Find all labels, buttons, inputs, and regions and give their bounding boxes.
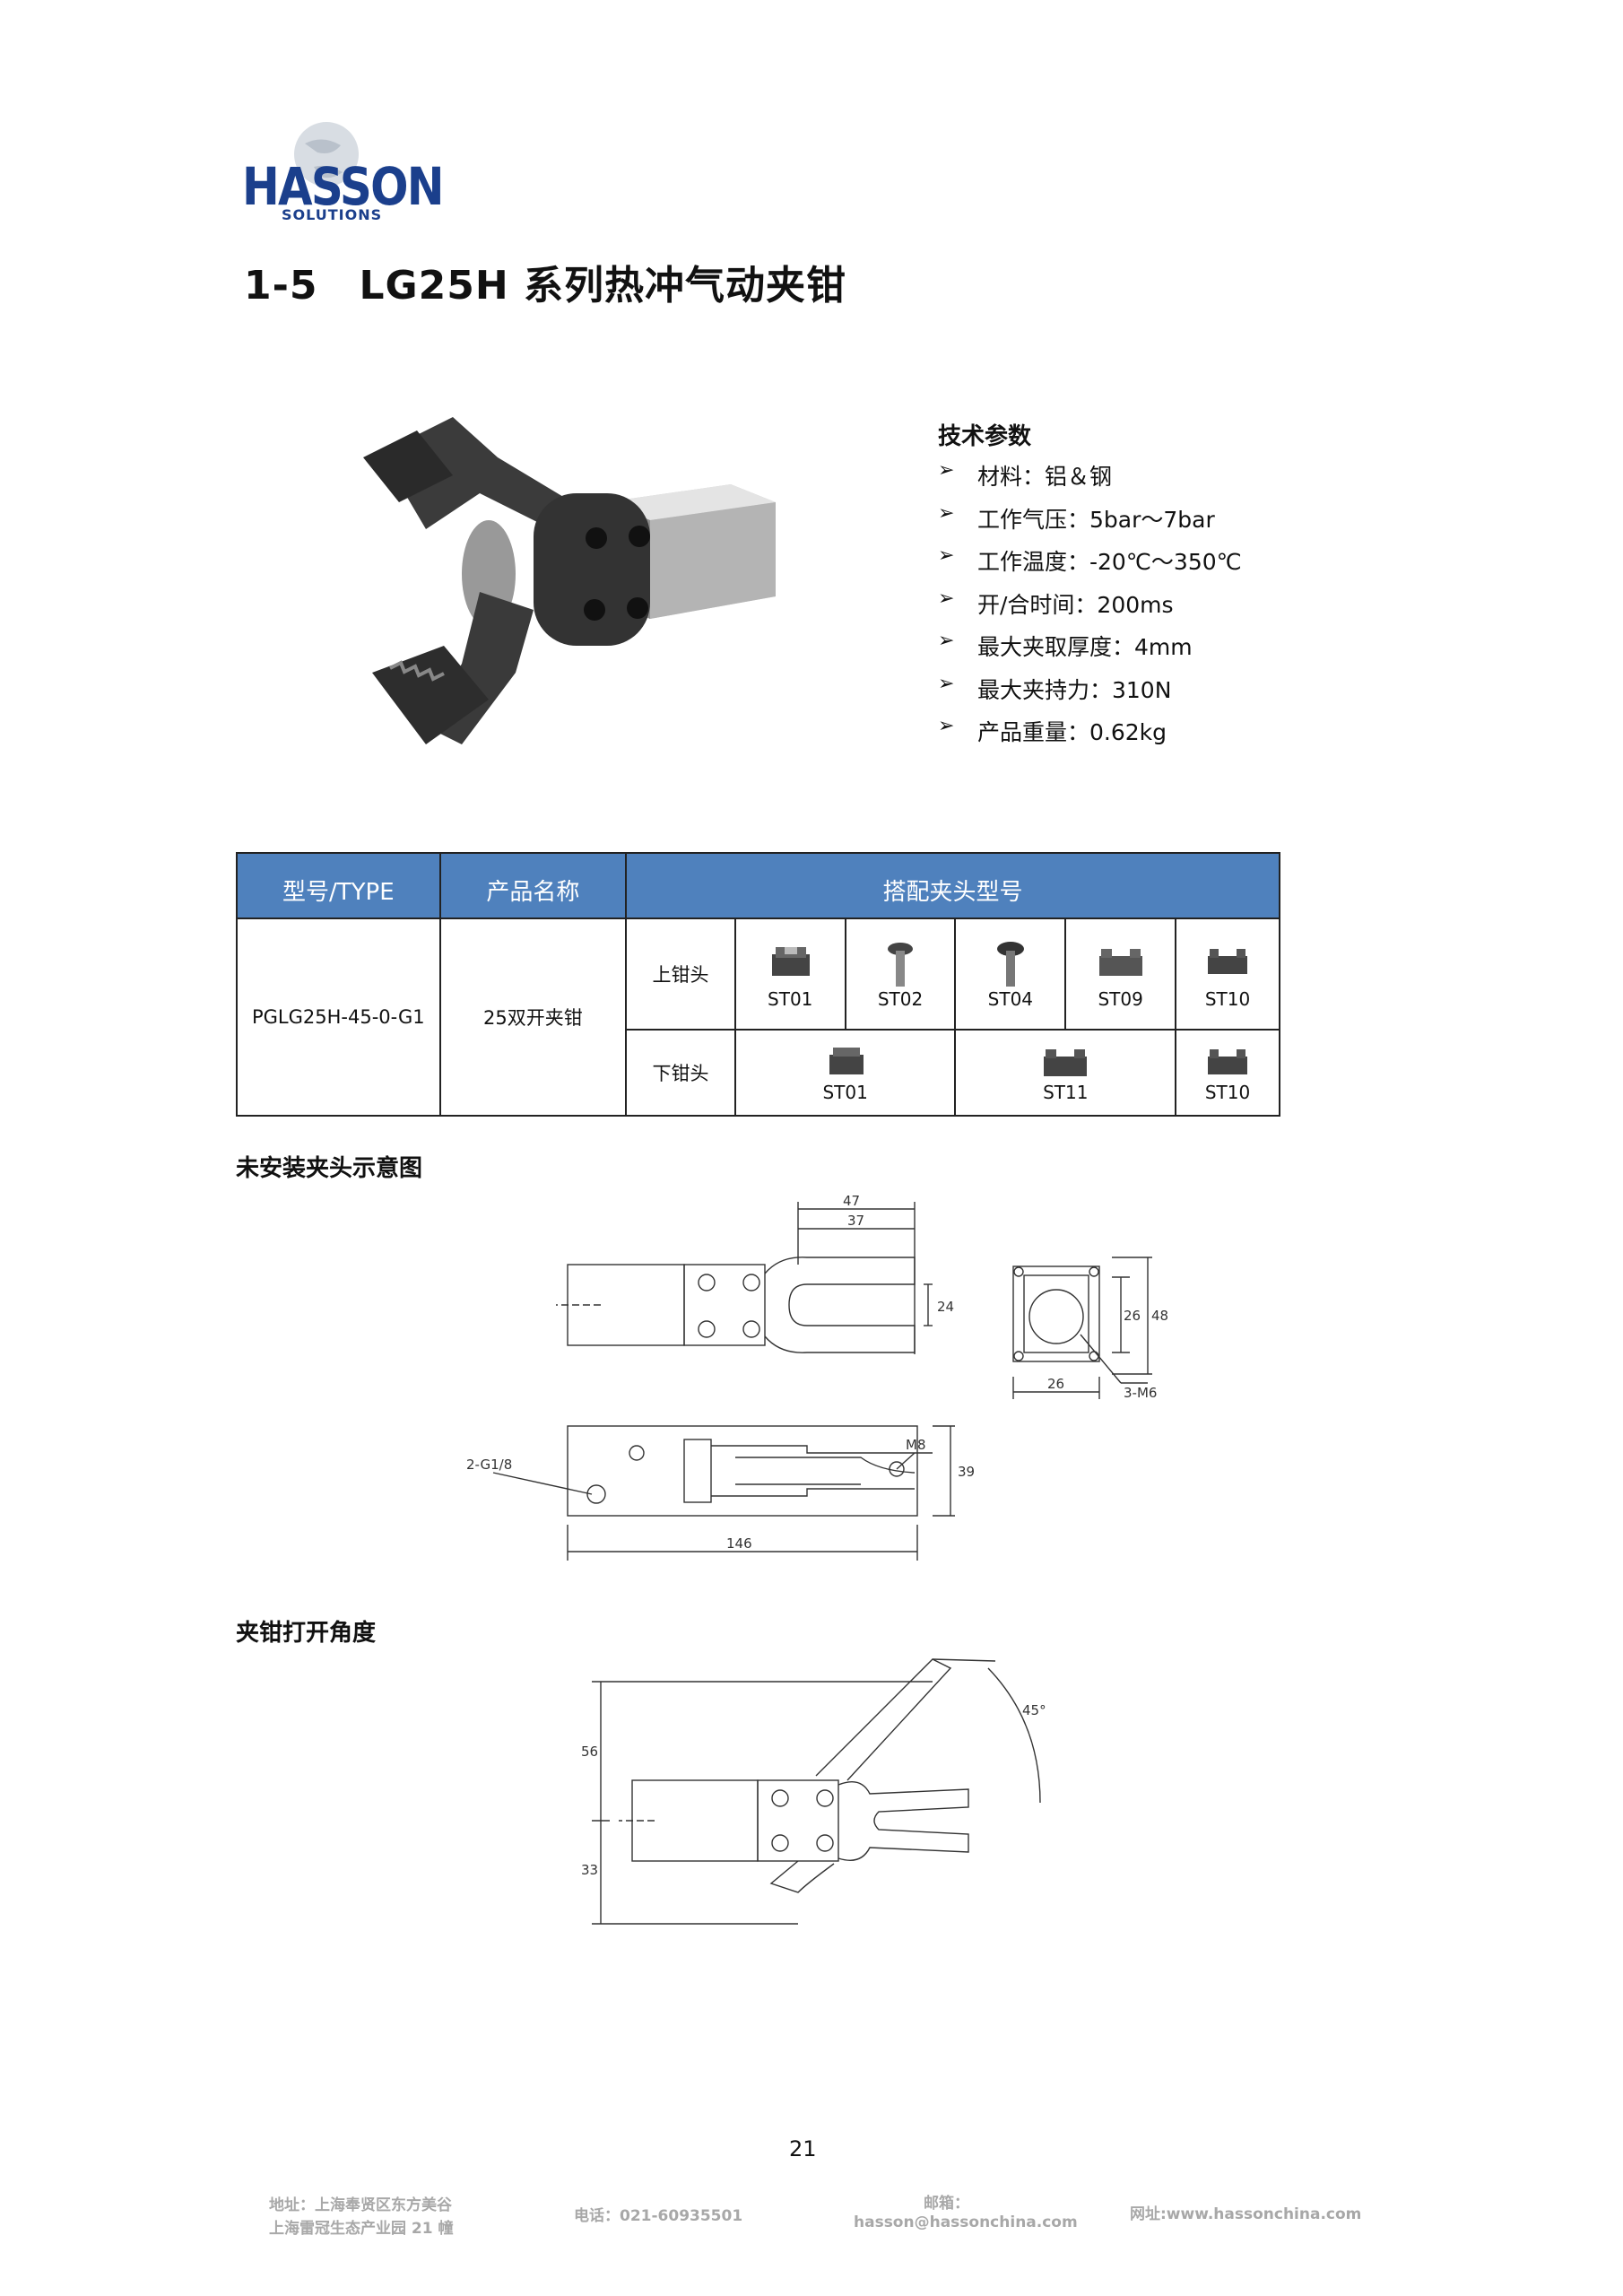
lower-jaw-st11: ST11 bbox=[954, 1029, 1177, 1117]
dim-m8: M8 bbox=[906, 1437, 926, 1453]
dim-26-side: 26 bbox=[1124, 1308, 1141, 1324]
globe-icon bbox=[294, 122, 359, 187]
arrow-icon: ➢ bbox=[938, 587, 955, 610]
jaw-block-icon bbox=[772, 947, 811, 976]
footer-address-1: 地址：上海奉贤区东方美谷 bbox=[269, 2196, 452, 2214]
dim-g18: 2-G1/8 bbox=[466, 1457, 512, 1473]
lower-jaw-st10: ST10 bbox=[1175, 1029, 1280, 1117]
page-title: 1-5 LG25H 系列热冲气动夹钳 bbox=[244, 253, 846, 310]
jaw-block-icon bbox=[829, 1048, 864, 1074]
spec-item: ➢开/合时间：200ms bbox=[938, 587, 1174, 618]
section-number: 1-5 bbox=[244, 263, 318, 309]
dim-56: 56 bbox=[581, 1744, 598, 1760]
header-jaws: 搭配夹头型号 bbox=[625, 852, 1280, 919]
section-angle-heading: 夹钳打开角度 bbox=[236, 1620, 377, 1647]
header-product: 产品名称 bbox=[438, 852, 628, 919]
jaw-st09: ST09 bbox=[1064, 918, 1177, 1031]
jaw-st02: ST02 bbox=[844, 918, 957, 1031]
page-number: 21 bbox=[789, 2136, 817, 2161]
spec-item: ➢产品重量：0.62kg bbox=[938, 715, 1167, 745]
model-cell: PGLG25H-45-0-G1 bbox=[236, 918, 441, 1117]
arrow-icon: ➢ bbox=[938, 672, 955, 695]
footer-address-2: 上海雷冠生态产业园 21 幢 bbox=[269, 2220, 454, 2238]
arrow-icon: ➢ bbox=[938, 544, 955, 567]
product-cell: 25双开夹钳 bbox=[438, 918, 628, 1117]
product-image bbox=[363, 417, 776, 744]
jaw-block-icon bbox=[1208, 949, 1248, 974]
dim-146: 146 bbox=[726, 1535, 752, 1552]
spec-list: ➢材料：铝＆钢 ➢工作气压：5bar～7bar ➢工作温度：-20℃～350℃ … bbox=[938, 459, 1242, 758]
spec-item: ➢最大夹持力：310N bbox=[938, 672, 1172, 703]
company-logo: HASSON SOLUTIONS bbox=[242, 117, 445, 224]
spec-item: ➢工作温度：-20℃～350℃ bbox=[938, 544, 1242, 575]
title-text: LG25H 系列热冲气动夹钳 bbox=[359, 263, 847, 309]
jaw-block-icon bbox=[1044, 1049, 1088, 1076]
footer-mail: hasson@hassonchina.com bbox=[854, 2213, 1078, 2231]
dim-39: 39 bbox=[958, 1464, 975, 1480]
jaw-block-icon bbox=[1098, 949, 1142, 976]
section-uninstalled-heading: 未安装夹头示意图 bbox=[236, 1155, 423, 1182]
jaw-pin-icon bbox=[996, 942, 1024, 987]
dimension-drawing-top: 47 37 24 26 48 26 3-M6 M8 2-G1/8 39 146 bbox=[466, 1193, 1168, 1561]
arrow-icon: ➢ bbox=[938, 715, 955, 737]
dim-37: 37 bbox=[847, 1213, 864, 1229]
dim-45deg: 45° bbox=[1022, 1702, 1046, 1718]
lower-jaw-label: 下钳头 bbox=[625, 1029, 736, 1117]
dim-47: 47 bbox=[843, 1193, 860, 1209]
logo-word: HASSON bbox=[242, 156, 445, 217]
lower-jaw-st01: ST01 bbox=[733, 1029, 957, 1117]
dimension-drawing-angle: 56 33 45° bbox=[581, 1658, 1046, 1925]
header-type: 型号/TYPE bbox=[236, 852, 441, 919]
dim-24: 24 bbox=[937, 1299, 954, 1315]
arrow-icon: ➢ bbox=[938, 630, 955, 652]
logo-sub: SOLUTIONS bbox=[282, 206, 383, 223]
jaw-st10: ST10 bbox=[1175, 918, 1280, 1031]
dim-48: 48 bbox=[1151, 1308, 1168, 1324]
model-table: 型号/TYPE 产品名称 搭配夹头型号 PGLG25H-45-0-G1 25双开… bbox=[236, 852, 1280, 1117]
spec-heading: 技术参数 bbox=[938, 423, 1032, 450]
arrow-icon: ➢ bbox=[938, 501, 955, 525]
arrow-icon: ➢ bbox=[938, 459, 955, 482]
dim-33: 33 bbox=[581, 1862, 598, 1878]
jaw-pin-icon bbox=[888, 943, 914, 987]
jaw-st01: ST01 bbox=[733, 918, 846, 1031]
footer-mail-label: 邮箱： bbox=[924, 2195, 969, 2213]
dim-3m6: 3-M6 bbox=[1124, 1385, 1157, 1401]
footer-website: 网址:www.hassonchina.com bbox=[1130, 2205, 1362, 2223]
jaw-block-icon bbox=[1208, 1049, 1248, 1074]
spec-item: ➢工作气压：5bar～7bar bbox=[938, 501, 1215, 533]
spec-item: ➢材料：铝＆钢 bbox=[938, 459, 1113, 490]
footer-phone: 电话：021-60935501 bbox=[574, 2207, 743, 2225]
upper-jaw-label: 上钳头 bbox=[625, 918, 736, 1031]
dim-26-bottom: 26 bbox=[1047, 1376, 1064, 1392]
spec-item: ➢最大夹取厚度：4mm bbox=[938, 630, 1193, 660]
jaw-st04: ST04 bbox=[954, 918, 1067, 1031]
